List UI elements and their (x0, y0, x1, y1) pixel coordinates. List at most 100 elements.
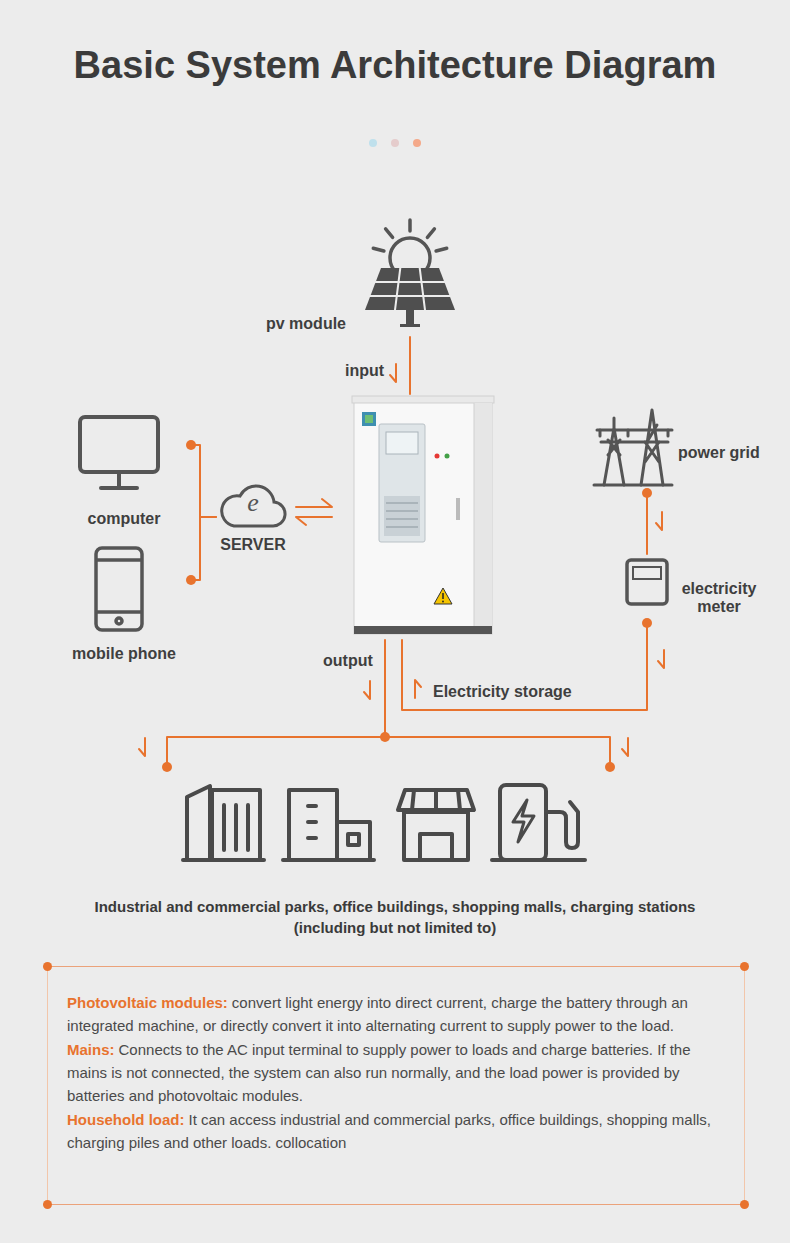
load-icons (420, 834, 452, 860)
node-label: electricity meter (672, 580, 766, 616)
electricity-meter-node: electricity meter (622, 556, 770, 620)
load-icons (183, 858, 264, 862)
solar-panel-icon (420, 268, 425, 310)
solar-panel-icon (395, 268, 400, 310)
storage-cabinet-illustration (386, 432, 418, 454)
power-tower-icon (594, 410, 672, 485)
flow-arrow (656, 512, 662, 530)
mobile-phone-icon (96, 610, 142, 614)
storage-cabinet-illustration (379, 424, 425, 542)
junction-dot (162, 762, 172, 772)
storage-cabinet-illustration (434, 588, 452, 604)
load-icons (513, 800, 534, 842)
load-icons (412, 790, 460, 810)
connector-line (167, 640, 610, 767)
storage-cabinet-illustration (474, 403, 475, 628)
page-dot (369, 139, 377, 147)
mobile-phone-icon (96, 548, 142, 630)
connector-group (402, 618, 664, 710)
storage-cabinet-illustration (386, 510, 418, 512)
storage-cabinet-illustration (352, 396, 494, 403)
connector-line (296, 499, 332, 525)
description-panel: Photovoltaic modules:convert light energ… (47, 966, 745, 1205)
flow-arrow (364, 681, 370, 699)
connector-group (139, 640, 628, 772)
power-tower-icon (604, 418, 624, 485)
junction-dot (642, 488, 652, 498)
mobile-phone-node: mobile phone (62, 545, 188, 665)
corner-dot (740, 962, 749, 971)
node-label: mobile phone (62, 645, 186, 663)
page-dots (369, 139, 421, 147)
storage-cabinet-illustration (474, 403, 492, 628)
description-paragraph: Photovoltaic modules:convert light energ… (67, 991, 724, 1037)
power-grid-node: power grid (592, 402, 768, 490)
corner-dot (740, 1200, 749, 1209)
load-icons (546, 802, 578, 848)
corner-dot (43, 1200, 52, 1209)
edge-label: Electricity storage (432, 683, 573, 701)
power-tower-icon (597, 430, 672, 442)
junction-dot (380, 732, 390, 742)
solar-panel-icon (365, 268, 455, 310)
junction-dot (186, 575, 196, 585)
mobile-phone-icon (116, 618, 122, 624)
load-icons (224, 805, 248, 850)
node-label: power grid (678, 444, 760, 462)
storage-cabinet-illustration (386, 502, 418, 504)
load-group-node: Industrial and commercial parks, office … (40, 770, 750, 940)
corner-dot (43, 962, 52, 971)
flow-arrow (390, 364, 396, 382)
edge-label: input (344, 362, 385, 380)
storage-cabinet-illustration (365, 415, 373, 423)
storage-cabinet-illustration (362, 412, 376, 426)
load-icons (398, 790, 474, 810)
term-heading: Household load: (67, 1111, 185, 1128)
connector-line (402, 623, 647, 710)
storage-cabinet-illustration (442, 593, 444, 599)
load-icons (348, 834, 359, 845)
load-icons (212, 790, 260, 860)
flow-arrow (415, 680, 421, 698)
power-tower-icon (594, 484, 672, 487)
caption-text: Industrial and commercial parks, office … (60, 896, 730, 938)
connector-group (296, 499, 332, 525)
solar-panel-icon (386, 229, 393, 237)
power-tower-icon (600, 430, 668, 436)
computer-icon (117, 474, 121, 486)
solar-panel-icon (406, 310, 414, 326)
storage-cabinet-illustration (442, 601, 444, 603)
storage-cabinet-illustration (354, 626, 492, 634)
node-label: SERVER (216, 536, 290, 554)
connector-line (409, 337, 411, 394)
junction-dot (642, 618, 652, 628)
diagram-title: Basic System Architecture Diagram (0, 42, 790, 88)
connector-group (186, 517, 216, 585)
description-paragraph: Household load:It can access industrial … (67, 1108, 724, 1154)
solar-panel-icon (408, 220, 412, 231)
solar-panel-icon (365, 220, 455, 327)
electricity-meter-icon (627, 560, 667, 604)
load-icons (183, 785, 585, 860)
storage-cabinet-illustration (352, 396, 494, 634)
storage-cabinet-illustration (386, 526, 418, 528)
server-glyph: e (216, 488, 290, 518)
flow-arrow (658, 650, 664, 668)
load-icons (308, 806, 316, 838)
power-tower-icon (641, 410, 663, 485)
storage-cabinet-illustration (354, 398, 492, 634)
junction-dot (186, 440, 196, 450)
storage-cabinet-illustration (384, 496, 420, 536)
electricity-meter-icon (627, 560, 667, 604)
edge-label: output (322, 652, 374, 670)
connector-line (646, 493, 648, 554)
solar-panel-icon (427, 229, 434, 237)
computer-icon (80, 417, 158, 472)
computer-node: computer (62, 410, 188, 530)
node-label: computer (62, 510, 186, 528)
pv-module-node: pv module (262, 205, 462, 335)
load-icons (404, 812, 468, 860)
computer-icon (101, 486, 137, 490)
page-dot (413, 139, 421, 147)
